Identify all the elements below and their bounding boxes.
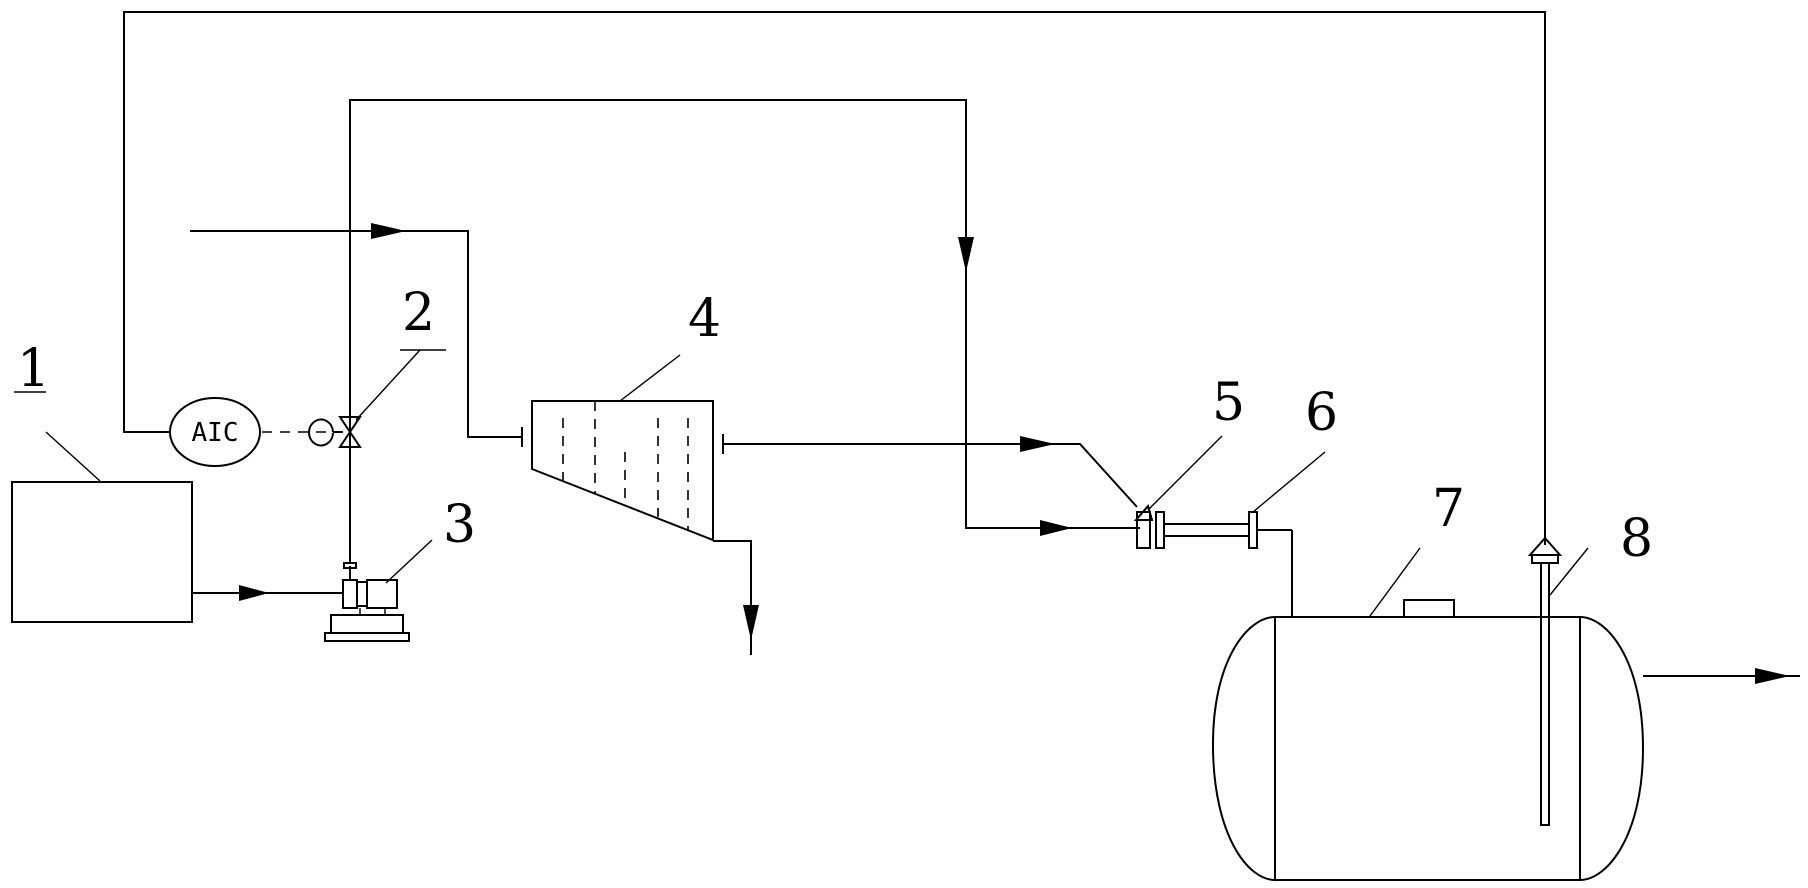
flow-arrow-icon xyxy=(1755,668,1790,684)
control-valve-2 xyxy=(308,416,362,448)
flow-arrow-icon xyxy=(371,223,406,239)
pipe-overflow-to-mixer xyxy=(723,443,1138,508)
leader-2 xyxy=(355,349,421,421)
flow-arrow-icon xyxy=(239,585,269,601)
pump-3 xyxy=(324,562,410,642)
leader-5 xyxy=(1147,435,1223,511)
tank-1 xyxy=(11,481,193,623)
signal-line-sensor-to-controller xyxy=(123,11,1546,545)
label-6: 6 xyxy=(1305,383,1338,443)
pipe-pump-riser xyxy=(349,99,1140,563)
aic-controller: AIC xyxy=(169,397,261,467)
label-7: 7 xyxy=(1432,479,1465,539)
sensor-probe-8 xyxy=(1527,536,1563,826)
static-mixer xyxy=(1133,503,1292,549)
label-1: 1 xyxy=(17,339,50,399)
leader-3 xyxy=(385,539,433,584)
flow-arrow-icon xyxy=(1040,520,1072,536)
label-4: 4 xyxy=(688,289,721,349)
flow-arrow-icon xyxy=(1020,436,1055,452)
storage-tank-7 xyxy=(1211,599,1645,881)
separator-4 xyxy=(531,400,714,542)
pipe-feed-to-thickener xyxy=(190,230,522,438)
flow-arrow-icon xyxy=(743,605,759,640)
label-8: 8 xyxy=(1620,509,1653,569)
leader-1 xyxy=(45,431,101,482)
label-5: 5 xyxy=(1212,373,1245,433)
leader-7 xyxy=(1369,547,1421,617)
leader-4 xyxy=(619,354,681,402)
flow-arrow-icon xyxy=(958,237,974,272)
pipe-underflow xyxy=(713,540,752,655)
leader-8 xyxy=(1549,547,1589,596)
leader-6 xyxy=(1252,451,1326,513)
label-2: 2 xyxy=(402,283,435,343)
label-3: 3 xyxy=(443,495,476,555)
aic-controller-label: AIC xyxy=(192,418,239,448)
